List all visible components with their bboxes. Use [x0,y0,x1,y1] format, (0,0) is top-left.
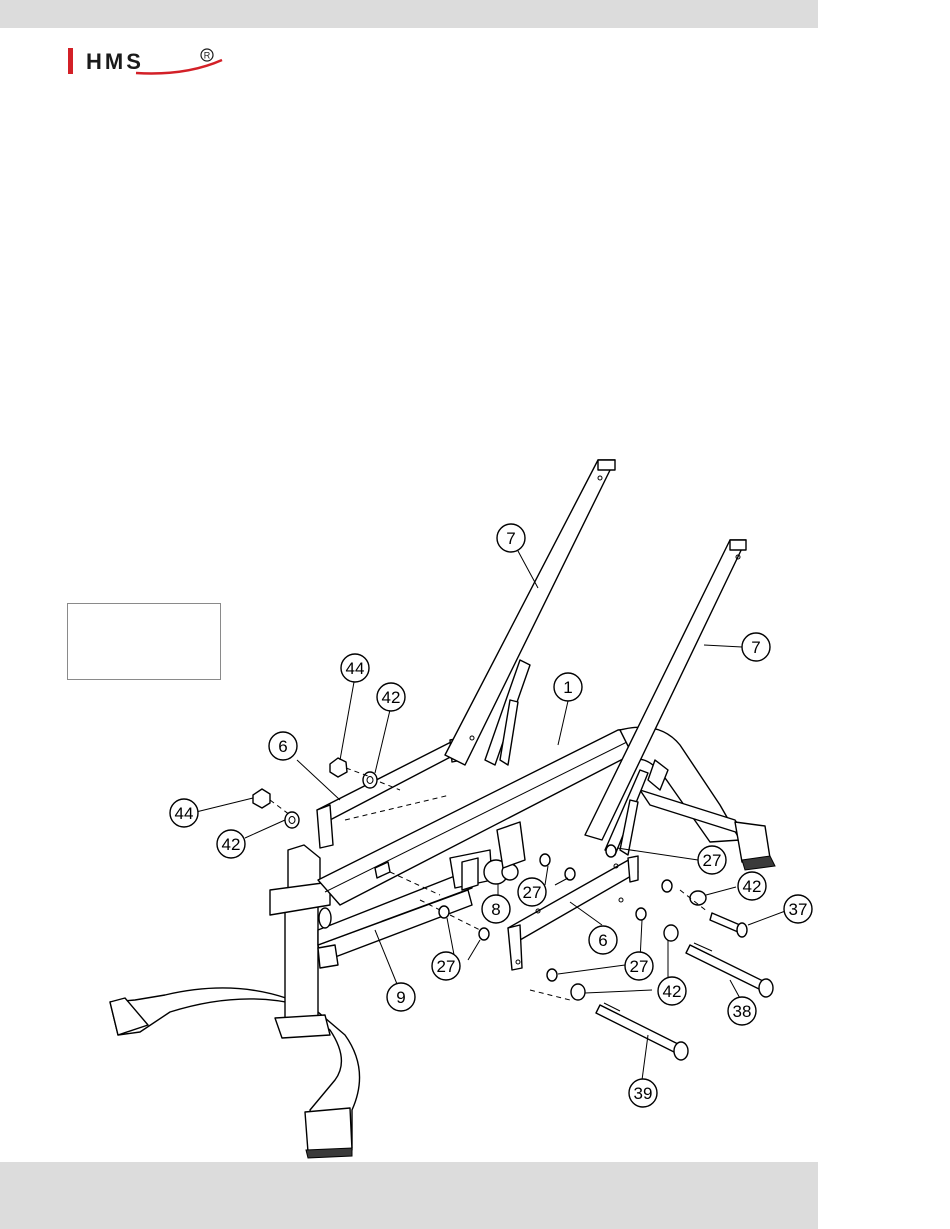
callout-42a: 42 [377,683,405,711]
callout-37: 37 [784,895,812,923]
callout-38: 38 [728,997,756,1025]
callout-label: 6 [278,737,287,756]
callout-label: 42 [663,982,682,1001]
callout-label: 8 [491,900,500,919]
callout-label: 39 [634,1084,653,1103]
callout-44a: 44 [341,654,369,682]
callout-label: 27 [523,883,542,902]
callout-label: 1 [563,678,572,697]
callout-label: 9 [396,988,405,1007]
callout-label: 42 [222,835,241,854]
callout-label: 27 [703,851,722,870]
callout-6b: 6 [589,926,617,954]
callout-7b: 7 [742,633,770,661]
callout-label: 27 [630,957,649,976]
callout-label: 42 [743,877,762,896]
callout-27c: 27 [625,952,653,980]
hms-logo: HMS R [66,46,226,76]
footer-bar [0,1162,818,1229]
callout-42d: 42 [658,977,686,1005]
callout-6a: 6 [269,732,297,760]
callout-1: 1 [554,673,582,701]
callout-label: 44 [175,804,194,823]
callout-label: 38 [733,1002,752,1021]
upright-arm-left [445,460,615,765]
registered-mark: R [204,51,211,61]
callout-42b: 42 [217,830,245,858]
callout-42c: 42 [738,872,766,900]
callout-27d: 27 [432,952,460,980]
callout-9: 9 [387,983,415,1011]
callout-label: 7 [506,529,515,548]
assembly-diagram: 7 7 1 44 42 6 44 42 [0,440,818,1162]
logo-brand-text: HMS [86,49,144,74]
callout-39: 39 [629,1079,657,1107]
front-base-foot [110,988,360,1158]
callout-27a: 27 [698,846,726,874]
callout-8: 8 [482,895,510,923]
callout-label: 37 [789,900,808,919]
callout-label: 42 [382,688,401,707]
callout-7a: 7 [497,524,525,552]
callout-27b: 27 [518,878,546,906]
callout-label: 44 [346,659,365,678]
callout-44b: 44 [170,799,198,827]
callout-label: 7 [751,638,760,657]
callout-label: 27 [437,957,456,976]
header-bar [0,0,818,28]
callout-label: 6 [598,931,607,950]
